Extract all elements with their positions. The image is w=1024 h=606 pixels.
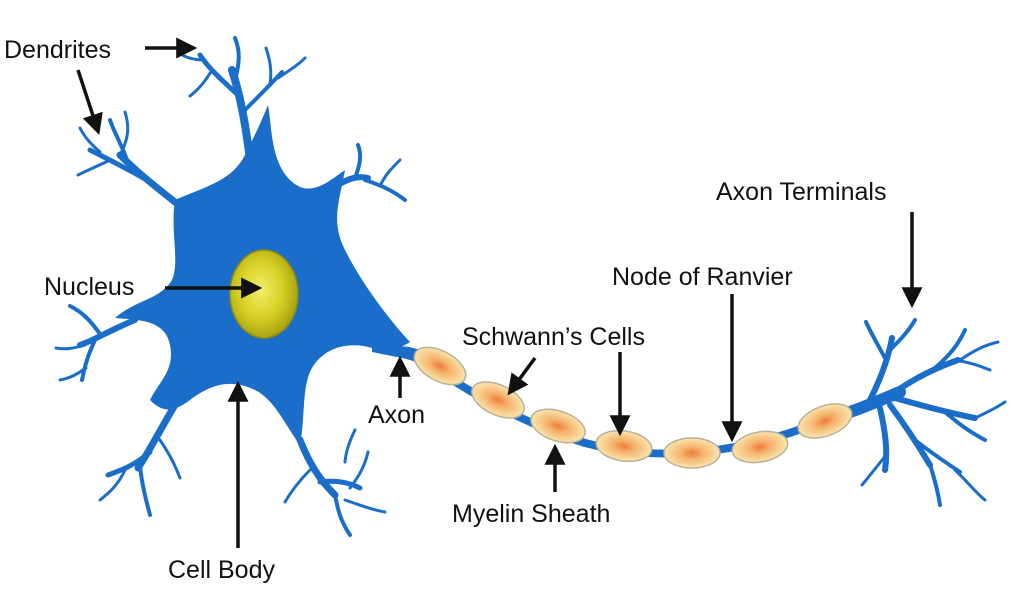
dendrite-top-right <box>327 143 407 202</box>
myelin-segment <box>663 437 721 469</box>
myelin-sheath-segments <box>413 346 853 469</box>
label-schwann-cells: Schwann’s Cells <box>462 323 645 351</box>
myelin-segment <box>731 430 789 464</box>
label-myelin-sheath: Myelin Sheath <box>452 500 610 528</box>
label-dendrites: Dendrites <box>4 36 111 64</box>
dendrites-arrow-down <box>76 69 103 135</box>
nucleus-shape <box>229 249 299 339</box>
myelin-segment <box>595 429 653 463</box>
label-node-of-ranvier: Node of Ranvier <box>612 263 793 291</box>
label-axon: Axon <box>368 401 425 429</box>
label-axon-terminals: Axon Terminals <box>716 178 886 206</box>
axon-terminals-shape <box>844 318 1007 507</box>
dendrite-top-left <box>76 110 189 214</box>
schwann-cells-arrow <box>507 356 537 396</box>
label-nucleus: Nucleus <box>44 273 134 301</box>
dendrite-bottom-left <box>98 401 182 517</box>
dendrite-top <box>176 36 307 164</box>
dendrite-bottom-right <box>283 428 387 537</box>
label-cell-body: Cell Body <box>168 556 275 584</box>
myelin-segment <box>413 346 467 386</box>
myelin-segment <box>530 408 586 444</box>
annotation-arrows <box>76 37 923 548</box>
dendrite-left <box>54 304 138 382</box>
myelin-segment <box>797 403 853 439</box>
